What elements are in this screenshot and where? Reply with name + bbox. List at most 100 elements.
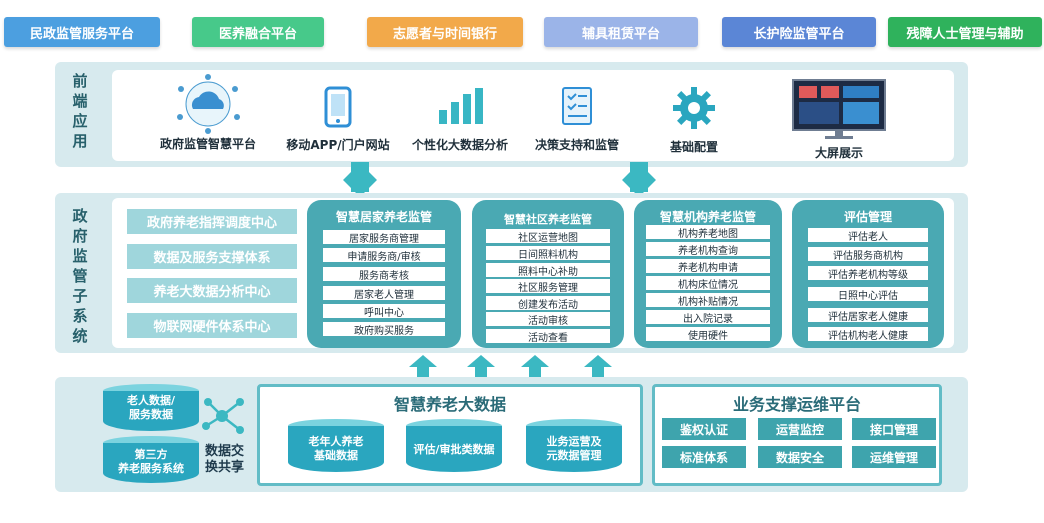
col-assessment: 评估管理 评估老人 评估服务商机构 评估养老机构等级 日照中心评估 评估居家老人… xyxy=(792,200,944,348)
col-item[interactable]: 评估机构老人健康 xyxy=(808,327,928,342)
ops-item[interactable]: 接口管理 xyxy=(852,418,936,440)
col-item[interactable]: 日照中心评估 xyxy=(808,287,928,302)
ops-item[interactable]: 运营监控 xyxy=(758,418,842,440)
col-item[interactable]: 照料中心补助 xyxy=(486,263,610,278)
col-item[interactable]: 申请服务商/审核 xyxy=(323,248,445,263)
ops-item[interactable]: 鉴权认证 xyxy=(662,418,746,440)
source-elder-data[interactable]: 老人数据/ 服务数据 xyxy=(103,384,199,438)
app-label: 决策支持和监管 xyxy=(534,138,619,152)
col-item[interactable]: 政府购买服务 xyxy=(323,322,445,337)
app-label: 大屏展示 xyxy=(814,146,863,160)
app-basic-config[interactable]: 基础配置 xyxy=(652,86,736,155)
platform-civil-affairs[interactable]: 民政监管服务平台 xyxy=(4,17,160,47)
connector-left-stem xyxy=(351,162,369,192)
db-label: 老年人养老 基础数据 xyxy=(288,435,384,463)
gear-icon xyxy=(673,87,715,129)
source-third-party[interactable]: 第三方 养老服务系统 xyxy=(103,436,199,490)
ops-item[interactable]: 运维管理 xyxy=(852,446,936,468)
exchange-line: 数据交 xyxy=(205,444,245,459)
monitor-icon xyxy=(792,79,886,139)
up-arrow xyxy=(521,355,549,367)
up-arrow-stem xyxy=(417,367,429,377)
col-item[interactable]: 评估老人 xyxy=(808,228,928,243)
col-item[interactable]: 评估居家老人健康 xyxy=(808,308,928,323)
gov-left-item[interactable]: 物联网硬件体系中心 xyxy=(127,313,297,338)
db-body xyxy=(288,426,384,472)
col-item[interactable]: 活动审核 xyxy=(486,312,610,327)
app-label: 移动APP/门户网站 xyxy=(286,138,390,152)
db-basic-data[interactable]: 老年人养老 基础数据 xyxy=(288,419,384,473)
platform-ltc-insurance[interactable]: 长护险监管平台 xyxy=(722,17,876,47)
col-community-care: 智慧社区养老监管 社区运营地图 日间照料机构 照料中心补助 社区服务管理 创建发… xyxy=(472,200,624,348)
platform-assistive-rental[interactable]: 辅具租赁平台 xyxy=(544,17,698,47)
col-title: 智慧社区养老监管 xyxy=(504,213,592,226)
col-item[interactable]: 社区运营地图 xyxy=(486,229,610,244)
db-body xyxy=(526,426,622,472)
mobile-phone-icon xyxy=(324,86,352,128)
db-body xyxy=(103,391,199,431)
db-label: 业务运营及 元数据管理 xyxy=(526,435,622,463)
col-item[interactable]: 服务商考核 xyxy=(323,267,445,282)
app-gov-platform[interactable]: 政府监管智慧平台 xyxy=(152,73,264,152)
col-item[interactable]: 使用硬件 xyxy=(646,327,770,342)
gov-left-item[interactable]: 养老大数据分析中心 xyxy=(127,278,297,303)
platform-medical-care[interactable]: 医养融合平台 xyxy=(192,17,324,47)
gov-left-item[interactable]: 数据及服务支撑体系 xyxy=(127,244,297,269)
db-metadata[interactable]: 业务运营及 元数据管理 xyxy=(526,419,622,473)
cloud-network-icon xyxy=(177,74,240,134)
app-label: 个性化大数据分析 xyxy=(411,138,508,152)
platform-volunteer-bank[interactable]: 志愿者与时间银行 xyxy=(367,17,523,47)
app-big-screen[interactable]: 大屏展示 xyxy=(784,78,894,161)
gov-left-item[interactable]: 政府养老指挥调度中心 xyxy=(127,209,297,234)
col-item[interactable]: 机构养老地图 xyxy=(646,225,770,240)
app-bigdata-analysis[interactable]: 个性化大数据分析 xyxy=(404,86,516,153)
checklist-icon xyxy=(562,87,592,125)
connector-right-stem xyxy=(630,162,648,192)
ops-item[interactable]: 标准体系 xyxy=(662,446,746,468)
db-line: 评估/审批类数据 xyxy=(413,443,495,456)
db-line: 业务运营及 xyxy=(546,435,602,448)
col-item[interactable]: 呼叫中心 xyxy=(323,304,445,319)
col-item[interactable]: 创建发布活动 xyxy=(486,296,610,311)
col-item[interactable]: 养老机构查询 xyxy=(646,242,770,257)
exchange-line: 换共享 xyxy=(205,460,245,475)
col-home-care: 智慧居家养老监管 居家服务商管理 申请服务商/审核 服务商考核 居家老人管理 呼… xyxy=(307,200,461,348)
db-line: 元数据管理 xyxy=(546,449,602,462)
exchange-label: 数据交 换共享 xyxy=(205,444,244,476)
col-item[interactable]: 机构床位情况 xyxy=(646,276,770,291)
db-label: 评估/审批类数据 xyxy=(406,443,502,457)
ops-item[interactable]: 数据安全 xyxy=(758,446,842,468)
db-line: 基础数据 xyxy=(314,449,358,462)
up-arrow-stem xyxy=(529,367,541,377)
col-title: 智慧居家养老监管 xyxy=(335,210,432,224)
col-item[interactable]: 评估养老机构等级 xyxy=(808,266,928,281)
col-item[interactable]: 居家服务商管理 xyxy=(323,230,445,245)
col-item[interactable]: 机构补贴情况 xyxy=(646,293,770,308)
col-item[interactable]: 社区服务管理 xyxy=(486,279,610,294)
frontend-title: 前端应用 xyxy=(72,72,88,150)
col-title: 智慧机构养老监管 xyxy=(659,210,756,224)
up-arrow xyxy=(409,355,437,367)
col-item[interactable]: 日间照料机构 xyxy=(486,246,610,261)
db-body xyxy=(406,426,502,472)
col-item[interactable]: 养老机构申请 xyxy=(646,259,770,274)
app-decision-support[interactable]: 决策支持和监管 xyxy=(527,86,627,153)
platform-disability[interactable]: 残障人士管理与辅助 xyxy=(888,17,1042,47)
col-institution-care: 智慧机构养老监管 机构养老地图 养老机构查询 养老机构申请 机构床位情况 机构补… xyxy=(634,200,782,348)
app-mobile-portal[interactable]: 移动APP/门户网站 xyxy=(283,86,393,153)
col-item[interactable]: 评估服务商机构 xyxy=(808,247,928,262)
db-assessment-data[interactable]: 评估/审批类数据 xyxy=(406,419,502,473)
up-arrow-stem xyxy=(475,367,487,377)
gov-title: 政府监管子系统 xyxy=(72,207,88,345)
up-arrow-stem xyxy=(592,367,604,377)
db-line: 老人数据/ xyxy=(126,394,176,407)
col-title: 评估管理 xyxy=(843,210,892,224)
db-line: 养老服务系统 xyxy=(118,462,184,475)
col-item[interactable]: 活动查看 xyxy=(486,329,610,344)
db-label: 老人数据/ 服务数据 xyxy=(103,394,199,422)
up-arrow xyxy=(584,355,612,367)
bar-chart-icon xyxy=(439,88,483,124)
col-item[interactable]: 居家老人管理 xyxy=(323,286,445,301)
col-item[interactable]: 出入院记录 xyxy=(646,310,770,325)
db-line: 第三方 xyxy=(134,448,168,461)
